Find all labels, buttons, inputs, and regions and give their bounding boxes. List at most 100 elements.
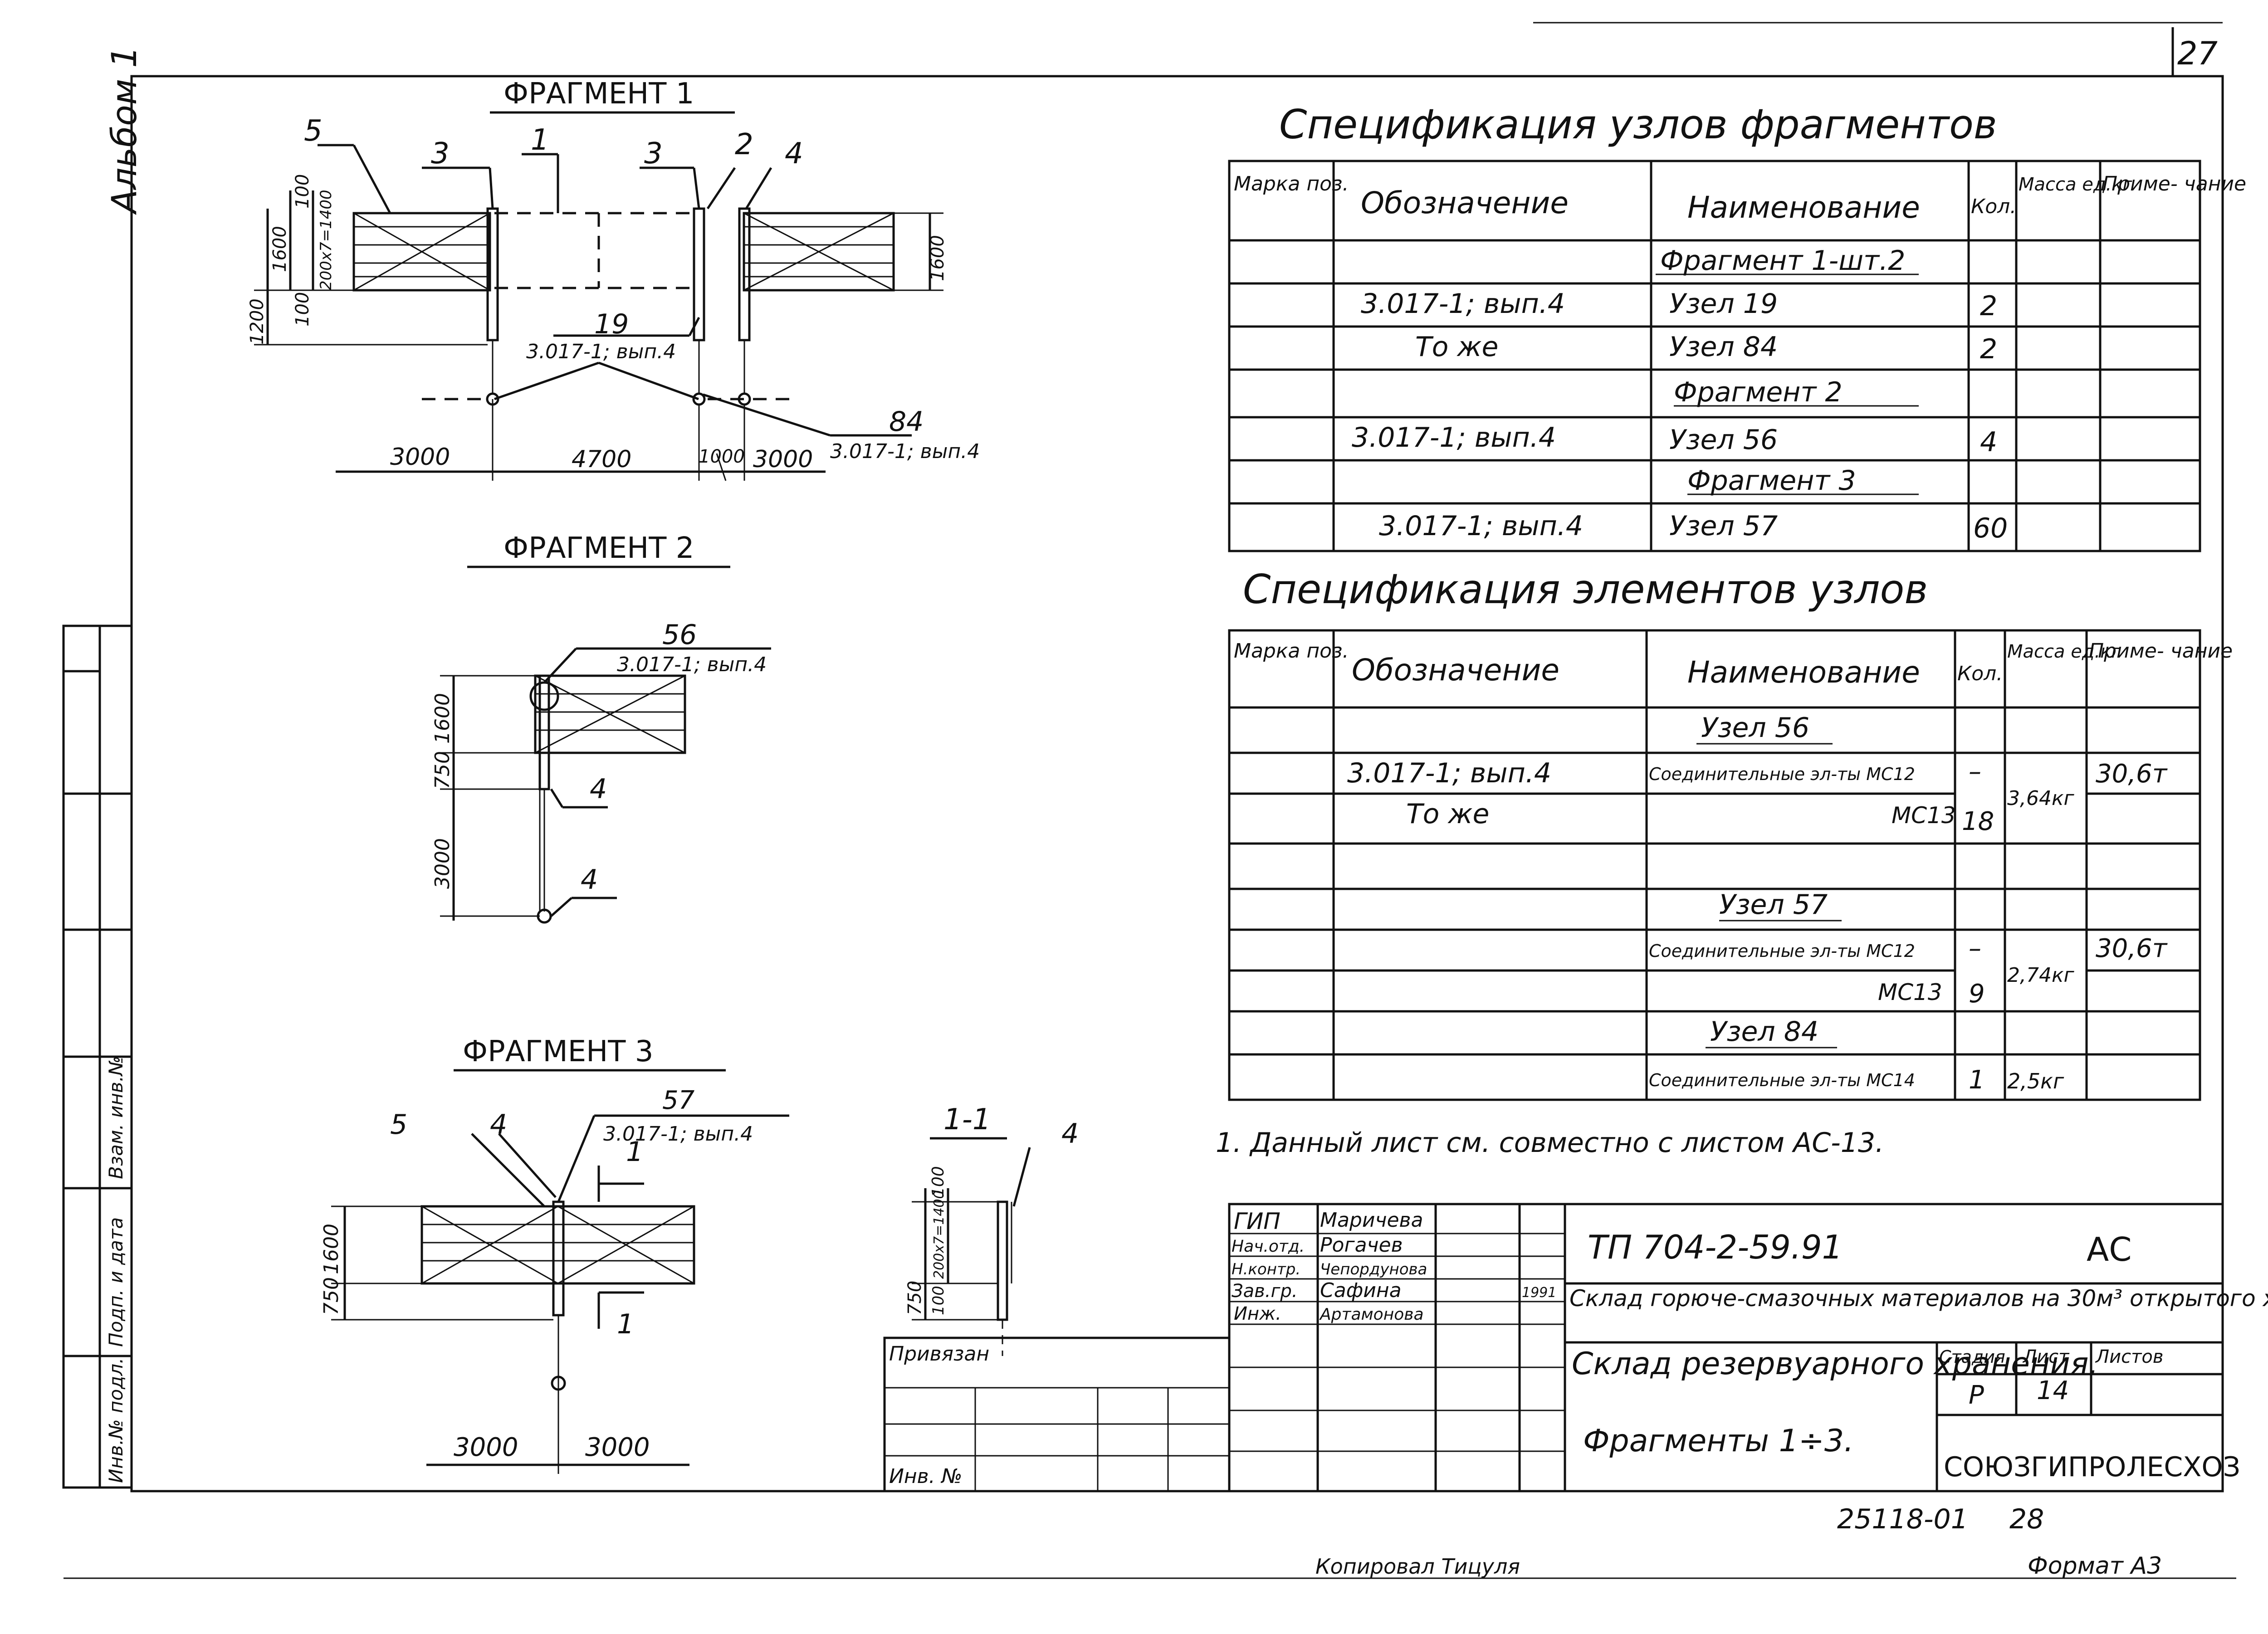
stamp-role-1: Нач.отд. xyxy=(1232,1237,1305,1256)
spec-elements-headers: Марка поз. Обозначение Наименование Кол.… xyxy=(1234,639,2233,690)
fragment2-title: ФРАГМЕНТ 2 xyxy=(503,532,694,565)
side-stamp-replace-label: Взам. инв.№ xyxy=(105,1056,127,1179)
fragment2-node-56: 56 xyxy=(662,619,697,651)
fragment3-pos-5: 5 xyxy=(390,1109,407,1141)
stamp-bound-label: Привязан xyxy=(889,1342,989,1366)
side-stamp-sign-label: Подп. и дата xyxy=(105,1217,127,1347)
fragment1-dim-1200: 1200 xyxy=(247,298,268,345)
fragment2-drawing: ФРАГМЕНТ 2 56 3.017-1; xyxy=(431,532,771,924)
spec-elements-table xyxy=(1228,629,2201,1101)
archive-number: 25118-01 xyxy=(1837,1503,1968,1535)
fragment1-pos-1: 1 xyxy=(531,123,549,157)
spec-nodes-header-designation: Обозначение xyxy=(1361,185,1569,220)
fragment1-pos-3a: 3 xyxy=(431,137,450,171)
stamp-inv-label: Инв. № xyxy=(889,1465,962,1488)
spec-elements-row-5-mass: 2,74кг xyxy=(2007,964,2075,987)
stamp-sheet-title: Фрагменты 1÷3. xyxy=(1583,1423,1854,1459)
title-block-roles: ГИП Маричева Нач.отд. Рогачев Н.контр. Ч… xyxy=(1232,1208,1556,1324)
fragment1-node-84-ref: 3.017-1; вып.4 xyxy=(830,440,980,463)
spec-nodes-row-6-qty: 60 xyxy=(1973,512,2008,544)
stamp-role-4: Инж. xyxy=(1234,1303,1281,1324)
stamp-name-3: Сафина xyxy=(1320,1279,1402,1302)
section11-dim-100a: 100 xyxy=(929,1166,948,1197)
spec-nodes-row-2-designation: То же xyxy=(1415,331,1498,363)
spec-elements-header-name: Наименование xyxy=(1687,655,1920,690)
spec-nodes-rows: Фрагмент 1-шт.2 3.017-1; вып.4 Узел 19 2… xyxy=(1352,245,2008,544)
spec-nodes-row-5-name: Фрагмент 3 xyxy=(1687,465,1856,497)
spec-elements-row-5-note: 30,6т xyxy=(2096,934,2168,963)
fragment1-pos-5: 5 xyxy=(304,114,323,148)
spec-nodes-row-4-designation: 3.017-1; вып.4 xyxy=(1352,422,1556,454)
spec-elements-row-8-name: Соединительные эл-ты МС14 xyxy=(1649,1070,1915,1090)
stamp-sheet-label: Лист xyxy=(2022,1346,2070,1367)
spec-nodes-row-0-name: Фрагмент 1-шт.2 xyxy=(1660,245,1905,277)
fragment3-node-57-ref: 3.017-1; вып.4 xyxy=(603,1122,753,1146)
fragment1-dim-3000a: 3000 xyxy=(390,444,450,471)
fragment1-dim-4700: 4700 xyxy=(572,446,631,473)
spec-elements-row-6-name: МС13 xyxy=(1878,979,1942,1005)
fragment1-node-19-ref: 3.017-1; вып.4 xyxy=(526,340,676,363)
spec-elements-header-qty: Кол. xyxy=(1957,662,2003,685)
format-label: Формат А3 xyxy=(2028,1552,2162,1580)
spec-elements-row-1-note: 30,6т xyxy=(2096,759,2168,789)
fragment1-dim-3000b: 3000 xyxy=(753,446,813,473)
section11-dim-100b: 100 xyxy=(929,1286,948,1315)
spec-elements-row-6-qty: 9 xyxy=(1969,979,1985,1009)
spec-nodes-header-mark: Марка поз. xyxy=(1234,172,1349,195)
section11-dim-750: 750 xyxy=(904,1281,925,1315)
section11-dim-200x7: 200х7=1400 xyxy=(931,1190,947,1279)
side-stamp-inv-label: Инв.№ подл. xyxy=(105,1358,127,1483)
section11-title: 1-1 xyxy=(943,1103,991,1136)
stamp-role-2: Н.контр. xyxy=(1232,1260,1300,1278)
fragment1-node-84: 84 xyxy=(889,406,924,438)
fragment1-dim-1600a: 1600 xyxy=(269,226,290,272)
stamp-mark: АС xyxy=(2087,1230,2132,1268)
fragment3-dim-3000a: 3000 xyxy=(454,1433,518,1462)
spec-nodes-row-1-qty: 2 xyxy=(1980,290,1997,322)
fragment3-dim-3000b: 3000 xyxy=(585,1433,650,1462)
fragment3-dim-1600: 1600 xyxy=(320,1224,343,1274)
title-block xyxy=(883,1203,2224,1493)
spec-nodes-row-2-qty: 2 xyxy=(1980,333,1997,365)
fragment2-dim-1600: 1600 xyxy=(431,693,454,744)
spec-elements-row-1-name: Соединительные эл-ты МС12 xyxy=(1649,764,1915,784)
stamp-organization: СОЮЗГИПРОЛЕСХОЗ xyxy=(1944,1451,2240,1483)
spec-elements-row-0-name: Узел 56 xyxy=(1701,712,1809,744)
fragment2-pos-4a: 4 xyxy=(590,773,607,805)
spec-elements-rows: Узел 56 3.017-1; вып.4 Соединительные эл… xyxy=(1347,712,2168,1095)
spec-nodes-row-3-name: Фрагмент 2 xyxy=(1674,376,1843,408)
stamp-sheet: 14 xyxy=(2037,1376,2069,1405)
spec-elements-header-mark: Марка поз. xyxy=(1234,639,1349,663)
drawing-frame xyxy=(64,22,2236,1579)
spec-nodes-header-name: Наименование xyxy=(1687,190,1920,225)
spec-nodes-row-1-designation: 3.017-1; вып.4 xyxy=(1361,288,1565,320)
spec-elements-header-note: Приме- чание xyxy=(2089,639,2233,663)
stamp-role-0: ГИП xyxy=(1234,1208,1281,1234)
fragment2-node-56-ref: 3.017-1; вып.4 xyxy=(617,653,767,676)
section11-drawing: 1-1 4 100 200х7=1400 100 750 xyxy=(904,1103,1079,1356)
fragment3-dim-750: 750 xyxy=(320,1277,343,1315)
copied-by: Копировал Тицуля xyxy=(1315,1554,1520,1579)
fragment1-drawing: ФРАГМЕНТ 1 xyxy=(247,77,980,481)
fragment3-pos-4: 4 xyxy=(490,1109,507,1141)
fragment3-title: ФРАГМЕНТ 3 xyxy=(463,1035,653,1068)
spec-elements-row-2-designation: То же xyxy=(1406,798,1489,830)
fragment3-drawing: ФРАГМЕНТ 3 xyxy=(320,1035,789,1474)
fragment1-node-19: 19 xyxy=(594,308,629,340)
spec-nodes-header-qty: Кол. xyxy=(1971,195,2016,218)
stamp-stage: Р xyxy=(1969,1380,1984,1410)
spec-elements-header-designation: Обозначение xyxy=(1352,653,1559,688)
spec-nodes-headers: Марка поз. Обозначение Наименование Кол.… xyxy=(1234,172,2246,225)
section11-pos-4: 4 xyxy=(1061,1118,1079,1150)
stamp-sheets-label: Листов xyxy=(2095,1346,2163,1367)
stamp-name-1: Рогачев xyxy=(1320,1234,1403,1257)
stamp-object: Склад резервуарного хранения. xyxy=(1572,1346,2098,1382)
sheet-note: 1. Данный лист см. совместно с листом АС… xyxy=(1216,1127,1884,1159)
spec-elements-row-1-qty: – xyxy=(1969,757,1981,786)
spec-elements-row-5-qty: – xyxy=(1969,934,1981,963)
stamp-role-3: Зав.гр. xyxy=(1232,1281,1298,1302)
stamp-stage-label: Стадия xyxy=(1939,1347,2005,1367)
spec-nodes-row-1-name: Узел 19 xyxy=(1669,288,1778,320)
fragment2-pos-4b: 4 xyxy=(581,864,598,896)
spec-nodes-table xyxy=(1228,160,2201,552)
